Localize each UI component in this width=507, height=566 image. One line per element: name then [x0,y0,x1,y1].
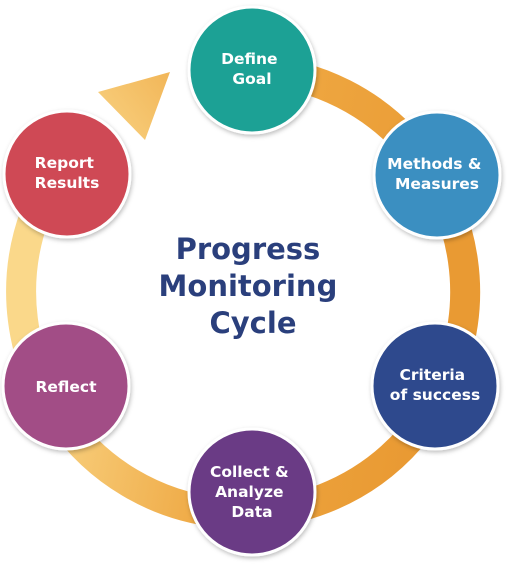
stage-label-line: Goal [232,70,271,88]
stage-circle [2,109,132,239]
stage-label-line: of success [390,386,480,404]
stage-criteria-of-success: Criteria of success [370,321,500,451]
center-title-line: Progress [176,232,321,266]
stage-label-line: Methods & [387,155,481,173]
stage-label: Reflect [35,378,97,396]
stage-circle [372,110,502,240]
stage-define-goal: Define Goal [187,5,317,135]
center-title: Progress Monitoring Cycle [159,232,348,340]
stage-circle [370,321,500,451]
stage-label-line: Criteria [399,366,465,384]
stage-label-line: Results [35,174,100,192]
center-title-line: Monitoring [159,269,338,303]
stage-label-line: Reflect [35,378,97,396]
stage-label: Criteria of success [390,366,480,404]
stage-collect-analyze-data: Collect & Analyze Data [187,427,317,557]
stage-label: Report Results [35,154,100,192]
stage-label-line: Analyze [215,483,283,501]
stage-label-line: Report [35,154,95,172]
cycle-arrowhead [98,72,170,140]
stage-label-line: Data [231,503,272,521]
stage-reflect: Reflect [1,321,131,451]
stage-label: Collect & Analyze Data [210,463,294,521]
stage-circle [187,427,317,557]
stage-label: Define Goal [221,50,283,88]
stage-circle [1,321,131,451]
stage-report-results: Report Results [2,109,132,239]
stage-label-line: Measures [395,175,479,193]
center-title-line: Cycle [210,306,297,340]
stage-methods-measures: Methods & Measures [372,110,502,240]
stage-label-line: Define [221,50,277,68]
stage-label: Methods & Measures [387,155,487,193]
stage-label-line: Collect & [210,463,289,481]
stage-circle [187,5,317,135]
